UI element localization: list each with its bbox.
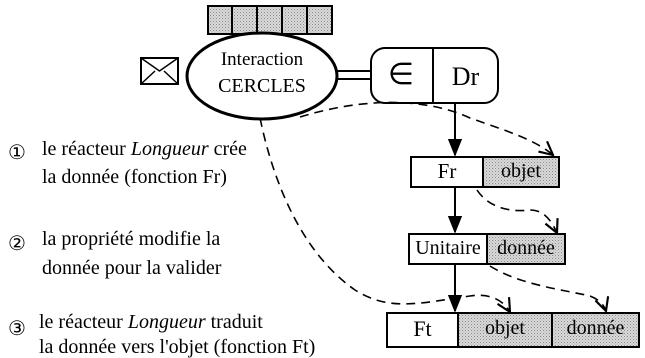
property-box	[370, 47, 499, 104]
step-1-pre: le réacteur	[42, 138, 131, 160]
fr-field: objet	[501, 160, 541, 182]
membership-symbol: ∈	[387, 57, 415, 92]
step-3-line1: le réacteur Longueur traduit	[39, 312, 263, 332]
step-1-line1: le réacteur Longueur crée	[42, 139, 247, 159]
step-1-emph: Longueur	[130, 138, 209, 160]
interaction-line1: Interaction	[220, 49, 304, 70]
double-connector	[336, 70, 371, 80]
step-3-post: traduit	[205, 311, 263, 333]
token-slots	[207, 5, 333, 35]
ft-box	[386, 312, 640, 348]
step-1-post: crée	[208, 138, 247, 160]
ft-field-donnee: donnée	[566, 317, 625, 339]
ft-name: Ft	[413, 316, 432, 341]
step-3-marker: ③	[8, 316, 26, 340]
step-2-line1: la propriété modifie la	[42, 228, 221, 250]
step-1-marker: ①	[8, 140, 26, 164]
step-3-emph: Longueur	[127, 311, 206, 333]
envelope-icon	[140, 57, 179, 85]
fr-box	[410, 156, 560, 188]
ft-field-objet: objet	[485, 317, 525, 339]
step-3-line2: la donnée vers l'objet (fonction Ft)	[39, 336, 316, 358]
step-3-pre: le réacteur	[39, 311, 128, 333]
unitaire-name: Unitaire	[415, 237, 481, 259]
interaction-label: Interaction	[192, 50, 332, 69]
step-2-marker: ②	[8, 231, 26, 255]
unitaire-field: donnée	[497, 237, 555, 259]
dashed-arrows	[259, 101, 606, 312]
fr-name: Fr	[437, 159, 457, 183]
interaction-title: CERCLES	[192, 76, 332, 96]
property-name: Dr	[451, 62, 480, 91]
unitaire-box	[408, 233, 566, 265]
interaction-line2: CERCLES	[218, 75, 306, 97]
step-1-line2: la donnée (fonction Fr)	[42, 166, 227, 188]
interaction-ellipse	[185, 31, 339, 121]
step-2-line2: donnée pour la valider	[42, 257, 222, 279]
